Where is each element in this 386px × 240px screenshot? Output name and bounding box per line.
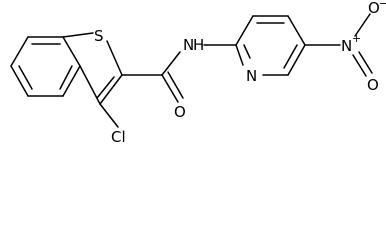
double-bond-inner <box>59 65 73 90</box>
bond <box>62 36 81 67</box>
bond <box>106 40 123 76</box>
nitro-nitrogen-label: N <box>341 37 352 55</box>
double-bond-inner <box>18 65 33 90</box>
bond <box>287 15 306 46</box>
nitro-oxygen-lower-label: O <box>367 76 379 94</box>
double-bond-inner <box>243 44 251 59</box>
bond <box>235 44 244 66</box>
bond <box>161 51 181 76</box>
amide-hydrogen-label: H <box>193 36 204 54</box>
thiophene-ring <box>62 32 123 105</box>
carbonyl-bond <box>167 71 184 99</box>
amide-oxygen-label: O <box>174 103 186 121</box>
bond <box>79 65 101 105</box>
bond <box>62 32 94 38</box>
bond <box>287 44 306 76</box>
pyridine-ring <box>235 15 306 76</box>
bond <box>235 15 254 46</box>
bond <box>10 65 29 97</box>
nitro-double-bond <box>352 54 367 77</box>
structure-drawing: S Cl O N H N N + O − O <box>10 0 386 146</box>
amide-nitrogen-label: N <box>183 36 194 54</box>
nitro-plus-charge: + <box>352 32 361 45</box>
bond <box>354 13 371 37</box>
double-bond-inner <box>96 76 115 99</box>
benzene-ring <box>10 36 81 97</box>
bond <box>10 36 29 67</box>
bond <box>99 74 123 105</box>
pyridine-nitrogen-label: N <box>246 67 257 85</box>
double-bond-inner <box>283 44 298 69</box>
molecule-diagram: S Cl O N H N N + O − O <box>10 0 386 146</box>
bond <box>62 65 81 97</box>
nitro-double-bond <box>358 51 373 74</box>
carbonyl-bond <box>161 74 179 103</box>
nitro-minus-charge: − <box>379 0 386 10</box>
chlorine-label: Cl <box>111 128 126 146</box>
nitro-oxygen-upper-label: O <box>368 0 380 17</box>
bond-c-cl <box>99 103 119 128</box>
sulfur-label: S <box>94 27 104 45</box>
